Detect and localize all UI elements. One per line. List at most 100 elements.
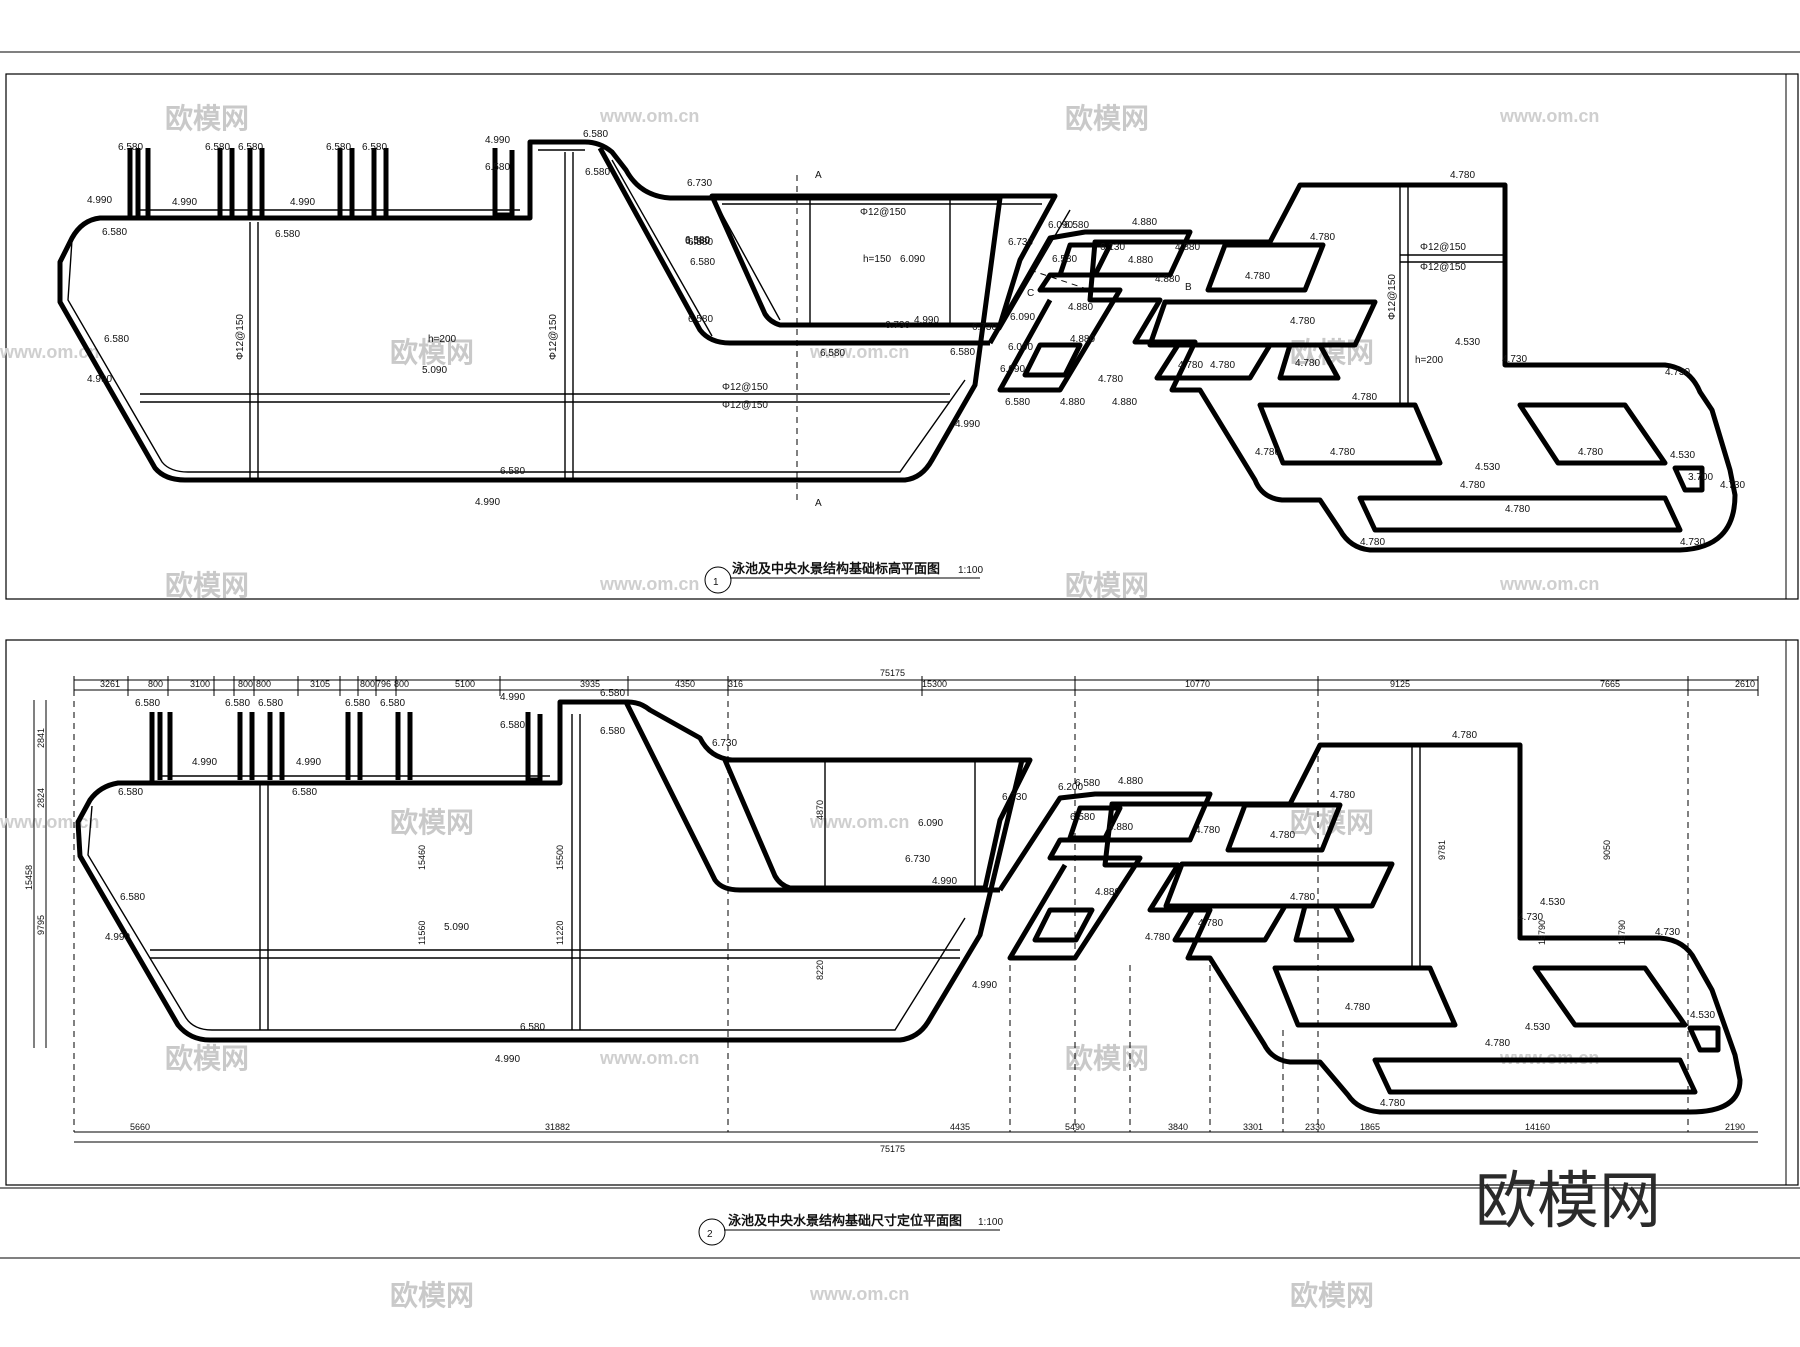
- dimension-label: 10770: [1185, 679, 1210, 689]
- svg-text:4.780: 4.780: [1380, 1098, 1405, 1109]
- watermark-brand: 欧模网: [165, 103, 249, 134]
- section-mark-a: A: [815, 498, 822, 509]
- plan-1-drawing: A A B C 6: [57, 129, 1745, 594]
- svg-text:6.730: 6.730: [905, 854, 930, 865]
- elevation-label: 4.880: [1132, 217, 1157, 228]
- elevation-label: 4.990: [290, 197, 315, 208]
- svg-text:4.990: 4.990: [105, 932, 130, 943]
- svg-text:4.730: 4.730: [1655, 927, 1680, 938]
- connector-2: [997, 791, 1213, 961]
- elevation-label: 6.090: [900, 254, 925, 265]
- svg-text:15500: 15500: [555, 845, 565, 870]
- elevation-label: 4.990: [475, 497, 500, 508]
- section-mark-c: C: [1027, 288, 1034, 299]
- elevation-label: 4.780: [1505, 504, 1530, 515]
- upper-basin: [709, 193, 1058, 328]
- svg-text:4.780: 4.780: [1452, 730, 1477, 741]
- watermark-big-logo: 欧模网: [1475, 1164, 1661, 1237]
- elevation-label: 6.580: [685, 235, 710, 246]
- elevation-label: 4.530: [1475, 462, 1500, 473]
- elevation-label: 4.880: [1112, 397, 1137, 408]
- svg-text:6.580: 6.580: [118, 787, 143, 798]
- watermark-brand: 欧模网: [1065, 570, 1149, 601]
- plan-2-title: 2 泳池及中央水景结构基础尺寸定位平面图 1:100: [698, 1213, 1003, 1246]
- dimension-total: 75175: [880, 668, 905, 678]
- svg-text:4.990: 4.990: [500, 692, 525, 703]
- elevation-label: 6.730: [972, 322, 997, 333]
- dimension-label: 1865: [1360, 1122, 1380, 1132]
- elevation-label: h=200: [428, 334, 457, 345]
- svg-text:11560: 11560: [417, 921, 427, 945]
- elevation-label: 4.990: [87, 374, 112, 385]
- svg-text:9781: 9781: [1437, 840, 1447, 860]
- dimension-label: 9125: [1390, 679, 1410, 689]
- svg-text:4.530: 4.530: [1525, 1022, 1550, 1033]
- watermark-brand: 欧模网: [390, 1280, 474, 1311]
- svg-text:Φ12@150: Φ12@150: [548, 314, 559, 360]
- elevation-label: 6.580: [585, 167, 610, 178]
- elevation-label: 5.090: [422, 365, 447, 376]
- plan-title: 泳池及中央水景结构基础尺寸定位平面图: [728, 1213, 962, 1228]
- svg-text:6.580: 6.580: [600, 688, 625, 699]
- elevation-label: 4.880: [1070, 334, 1095, 345]
- svg-text:4.990: 4.990: [192, 757, 217, 768]
- svg-text:4.880: 4.880: [1108, 822, 1133, 833]
- svg-text:Φ12@150: Φ12@150: [1387, 274, 1398, 320]
- bottom-dimensions: 5660 31882 4435 5490 3840 3301 2330 1865…: [130, 1122, 1745, 1132]
- dimension-label: 3100: [190, 679, 210, 689]
- elevation-label: 6.580: [1005, 397, 1030, 408]
- elevation-label: 4.730: [1680, 537, 1705, 548]
- plan-scale: 1:100: [978, 1217, 1003, 1228]
- elevation-label: 4.780: [1578, 447, 1603, 458]
- plan-scale: 1:100: [958, 565, 983, 576]
- elevation-label: 4.780: [1255, 447, 1280, 458]
- svg-text:4.780: 4.780: [1290, 892, 1315, 903]
- elevation-label: 6.580: [238, 142, 263, 153]
- svg-text:4.530: 4.530: [1540, 897, 1565, 908]
- svg-text:6.580: 6.580: [500, 720, 525, 731]
- dimension-label: 2190: [1725, 1122, 1745, 1132]
- dimension-label: 31882: [545, 1122, 570, 1132]
- watermark-url: www.om.cn: [809, 812, 909, 832]
- elevation-label: 4.780: [1360, 537, 1385, 548]
- elevation-label: 4.730: [1720, 480, 1745, 491]
- elevation-label: 4.530: [1455, 337, 1480, 348]
- svg-text:6.580: 6.580: [345, 698, 370, 709]
- svg-text:6.580: 6.580: [380, 698, 405, 709]
- watermark-url: www.om.cn: [599, 1048, 699, 1068]
- elevation-label: 6.090: [1008, 342, 1033, 353]
- plan-1-rebar-notes: Φ12@150 Φ12@150 Φ12@150 Φ12@150 Φ12@150 …: [235, 207, 1466, 411]
- section-mark-a: A: [815, 170, 822, 181]
- watermark-brand: 欧模网: [165, 570, 249, 601]
- elevation-label: 6.730: [687, 178, 712, 189]
- elevation-label: 6.580: [205, 142, 230, 153]
- pool-bumpouts: [135, 148, 515, 218]
- svg-text:4.990: 4.990: [932, 876, 957, 887]
- panel-frames: [0, 51, 1800, 1259]
- dimension-label: 7665: [1600, 679, 1620, 689]
- elevation-label: 6.580: [1052, 254, 1077, 265]
- elevation-label: 6.580: [485, 162, 510, 173]
- svg-text:4870: 4870: [815, 800, 825, 820]
- pool-wall: [75, 699, 1025, 1043]
- svg-text:4.990: 4.990: [495, 1054, 520, 1065]
- svg-text:6.200: 6.200: [1058, 782, 1083, 793]
- elevation-label: 3.700: [1688, 472, 1713, 483]
- dimension-label: 800: [256, 679, 271, 689]
- svg-text:Φ12@150: Φ12@150: [1420, 262, 1466, 273]
- dimension-label: 796: [376, 679, 391, 689]
- svg-text:4.780: 4.780: [1270, 830, 1295, 841]
- svg-text:4.780: 4.780: [1195, 825, 1220, 836]
- watermark-url: www.om.cn: [599, 574, 699, 594]
- dimension-label: 800: [394, 679, 409, 689]
- dimension-total: 75175: [880, 1144, 905, 1154]
- svg-text:5.090: 5.090: [444, 922, 469, 933]
- svg-text:4.780: 4.780: [1485, 1038, 1510, 1049]
- elevation-label: 4.990: [914, 315, 939, 326]
- elevation-label: 6.580: [118, 142, 143, 153]
- svg-text:Φ12@150: Φ12@150: [722, 382, 768, 393]
- elevation-label: 6.580: [500, 466, 525, 477]
- dimension-label: 3105: [310, 679, 330, 689]
- svg-text:4.780: 4.780: [1345, 1002, 1370, 1013]
- dimension-label: 2330: [1305, 1122, 1325, 1132]
